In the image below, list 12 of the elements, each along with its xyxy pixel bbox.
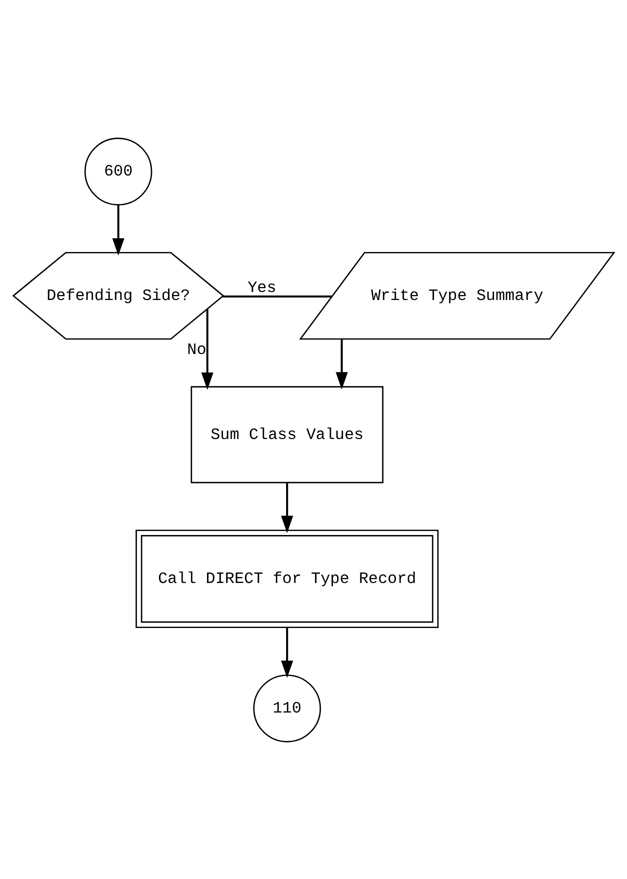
arrow — [201, 308, 214, 390]
edge-label: Yes — [248, 278, 276, 296]
connector — [222, 294, 332, 297]
node-box: Call DIRECT for Type Record — [136, 529, 439, 628]
node-circle: 600 — [84, 137, 152, 205]
arrow — [281, 627, 294, 678]
edge-label: No — [187, 340, 206, 359]
arrow — [281, 482, 294, 533]
node-box: Sum Class Values — [190, 386, 384, 483]
node-circle: 110 — [253, 674, 321, 742]
arrow — [112, 204, 124, 256]
arrow — [336, 338, 348, 389]
